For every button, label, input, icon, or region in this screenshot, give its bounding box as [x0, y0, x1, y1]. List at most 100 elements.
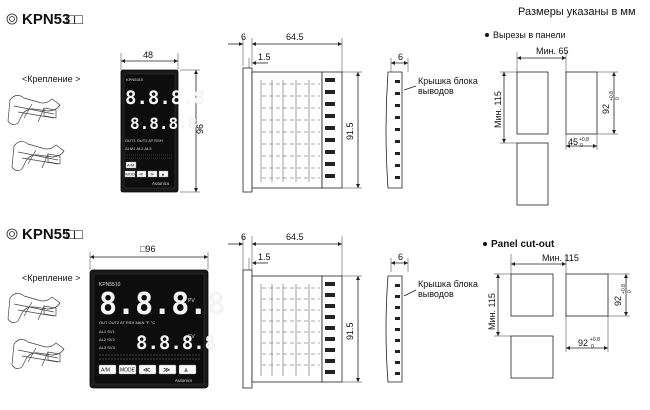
- kpn55-title-suffix: □□: [66, 226, 83, 242]
- kpn53-sv-display: 8.8.8.8: [130, 114, 197, 133]
- kpn55-am-button-label: A/M: [101, 368, 110, 374]
- kpn53-up-button[interactable]: [158, 170, 169, 178]
- kpn53-side-height: 91.5: [345, 122, 355, 140]
- kpn55-panel-cutout: Panel cut-out Мин. 115 Мин. 115 92 +0.8 …: [483, 239, 633, 379]
- kpn53-height-tol0: 0: [615, 97, 621, 100]
- kpn55-sv-display: 8.8.8.8: [136, 332, 216, 354]
- kpn53-min-spacing: Мин. 65: [536, 46, 569, 56]
- kpn53-brand: KPN5310: [126, 77, 144, 82]
- kpn55-mode-button[interactable]: [118, 364, 137, 375]
- kpn55-brand: KPN5510: [99, 282, 121, 288]
- kpn55-down-button[interactable]: [158, 364, 177, 375]
- kpn53-front-height: 96: [195, 124, 205, 134]
- kpn53-cutout-height: 92: [601, 104, 611, 114]
- kpn55-front-size: □96: [140, 244, 155, 254]
- kpn55-width-tol0: 0: [591, 344, 594, 350]
- kpn55-ind-al3: AL3 SV3: [99, 345, 116, 350]
- kpn53-cutout-hole-3: [516, 142, 549, 206]
- kpn53-side-bezel: 1.5: [258, 52, 271, 62]
- kpn53-mode-button-label: MODE: [126, 172, 138, 177]
- kpn53-terminal-cover: 6 Крышка блока выводов: [385, 52, 478, 189]
- kpn55-cutout-hole-3: [510, 335, 554, 379]
- kpn55-side-height: 91.5: [345, 322, 355, 340]
- kpn55-cutout-height: 92: [613, 296, 623, 306]
- kpn55-mount-label: <Крепление >: [22, 273, 80, 283]
- kpn55-ind-al2: AL2 SV2: [99, 337, 116, 342]
- kpn53-cutout-width: 45: [568, 137, 578, 147]
- kpn53-title-suffix: □□: [66, 11, 83, 27]
- kpn55-height-tol0: 0: [627, 290, 633, 293]
- kpn55-bracket-top: [7, 293, 61, 323]
- kpn55-min-vertical: Мин. 115: [487, 293, 497, 330]
- kpn55-am-button[interactable]: [98, 364, 117, 375]
- kpn55-maker-logo: Autonics: [175, 378, 193, 383]
- kpn55-mode-button-label: MODE: [120, 368, 136, 374]
- kpn53-indicator-row1: OUT1 OUT2 AT RSH: [125, 138, 163, 143]
- kpn55-height-tol: +0.8: [621, 284, 627, 294]
- kpn53-min-vertical: Мин. 115: [493, 91, 503, 128]
- kpn55-cover-label-line1: Крышка блока: [418, 279, 478, 289]
- kpn53-side-depth-top: 6: [241, 32, 246, 42]
- kpn55-indicator-row1: OUT OUT2 AT RSH MAN °F °C: [99, 320, 155, 325]
- kpn53-title: KPN53: [22, 11, 70, 28]
- kpn55-up-label: ⩓: [184, 367, 188, 374]
- kpn55-pv-label: PV: [188, 298, 195, 304]
- kpn53-cutout-title: Вырезы в панели: [493, 30, 566, 40]
- kpn53-front-width: 48: [143, 50, 153, 60]
- kpn53-mount-label: <Крепление >: [22, 74, 80, 84]
- kpn53-mode-button[interactable]: [124, 170, 136, 178]
- kpn55-min-spacing: Мин. 115: [542, 253, 579, 263]
- kpn53-side-depth-main: 64.5: [286, 32, 304, 42]
- kpn55-side-depth-main: 64.5: [286, 232, 304, 242]
- kpn55-cover-depth: 6: [398, 252, 403, 262]
- kpn55-cover-label-line2: выводов: [418, 289, 454, 299]
- kpn55-pv-display: 8.8.8.8: [99, 287, 225, 322]
- kpn53-title-icon: [6, 13, 18, 25]
- kpn55-sv-label: SV: [188, 334, 195, 340]
- kpn55-bracket-bottom: [11, 339, 65, 369]
- kpn55-down-label: ≫: [163, 367, 170, 374]
- kpn53-shift-left-label: ≪: [139, 172, 143, 177]
- kpn55-side-depth-top: 6: [241, 232, 246, 242]
- kpn55-title-icon: [6, 228, 18, 240]
- kpn55-section: KPN55 □□ <Крепление > □96 KPN5510 8.8.8.…: [6, 226, 633, 389]
- kpn53-down-button[interactable]: [147, 170, 158, 178]
- kpn53-bracket-top: [7, 95, 61, 125]
- kpn53-cutout-hole-1: [516, 71, 549, 135]
- kpn55-ind-al1: AL1 SV1: [99, 329, 116, 334]
- kpn53-am-button-label: A/M: [127, 163, 134, 168]
- kpn55-title: KPN55: [22, 226, 70, 243]
- kpn53-am-button[interactable]: [125, 161, 137, 169]
- kpn53-cover-depth: 6: [398, 52, 403, 62]
- kpn53-down-label: ≫: [150, 172, 154, 177]
- kpn55-front-panel: KPN5510 8.8.8.8 PV OUT OUT2 AT RSH MAN °…: [89, 269, 225, 389]
- kpn55-cutout-hole-1: [510, 273, 554, 317]
- kpn53-cover-label-line1: Крышка блока: [418, 76, 478, 86]
- kpn53-indicator-row2: ALM1 AL2 AL3: [125, 146, 152, 151]
- kpn55-cutout-title: Panel cut-out: [491, 239, 555, 250]
- kpn53-maker-logo: Autonics: [152, 181, 170, 186]
- kpn53-width-tol0: 0: [580, 143, 583, 149]
- units-note: Размеры указаны в мм: [518, 6, 636, 18]
- kpn53-shift-left-button[interactable]: [136, 170, 147, 178]
- kpn55-shift-label: ≪: [143, 367, 150, 374]
- kpn53-width-tol: +0.8: [579, 137, 589, 143]
- kpn55-terminal-cover: 6 Крышка блока выводов: [385, 252, 478, 383]
- kpn55-side-bezel: 1.5: [258, 252, 271, 262]
- kpn55-width-tol: +0.8: [590, 337, 600, 343]
- kpn55-cutout-width: 92: [578, 338, 588, 348]
- kpn53-bracket-bottom: [11, 141, 65, 171]
- kpn53-cutout-hole-2: [565, 71, 598, 135]
- kpn55-side-view: 6 64.5 1.5: [228, 232, 362, 389]
- kpn53-pv-display: 8.8.8.8: [125, 87, 205, 109]
- kpn55-cutout-hole-2: [565, 273, 609, 317]
- kpn53-section: KPN53 □□ <Крепление > 48 96 KPN5: [6, 11, 621, 206]
- kpn53-side-view: 6 64.5 1.5: [228, 32, 362, 193]
- kpn55-shift-button[interactable]: [138, 364, 157, 375]
- kpn55-up-button[interactable]: [178, 364, 197, 375]
- kpn53-height-tol: +0.8: [609, 91, 615, 101]
- kpn53-up-label: ▲: [161, 172, 165, 177]
- kpn53-front-panel: KPN5310 8.8.8.8 8.8.8.8 OUT1 OUT2 AT RSH…: [120, 69, 205, 193]
- kpn53-cover-label-line2: выводов: [418, 86, 454, 96]
